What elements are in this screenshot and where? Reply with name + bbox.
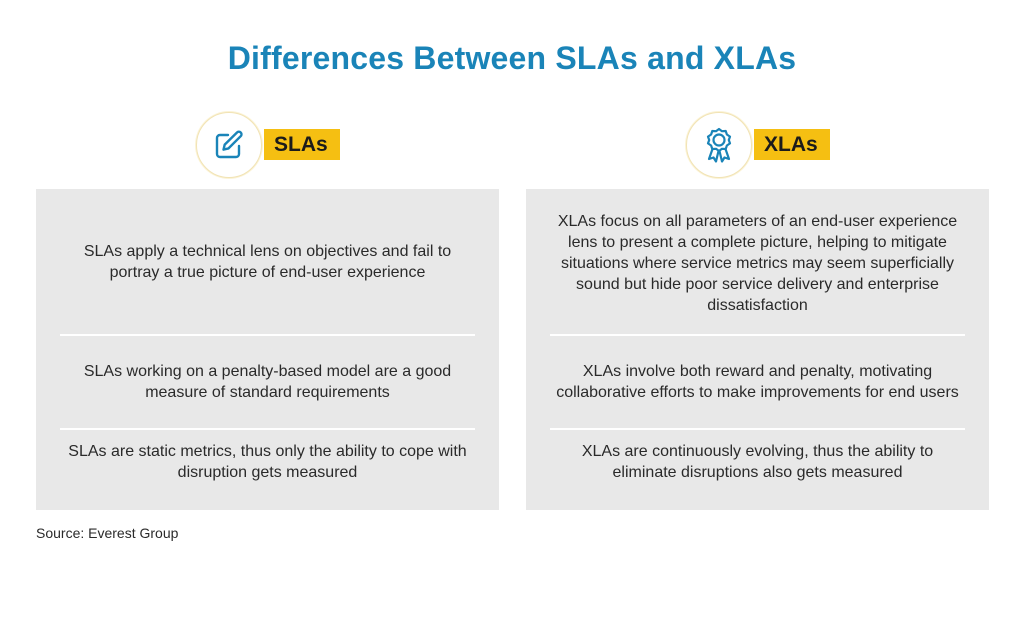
divider — [550, 428, 965, 430]
divider — [60, 334, 475, 336]
xlas-panel: XLAs focus on all parameters of an end-u… — [526, 189, 989, 510]
xlas-row-3: XLAs are continuously evolving, thus the… — [581, 443, 934, 481]
xlas-row-1: XLAs focus on all parameters of an end-u… — [557, 213, 958, 314]
slas-row-1: SLAs apply a technical lens on objective… — [83, 242, 452, 281]
divider — [550, 334, 965, 336]
slas-row-3: SLAs are static metrics, thus only the a… — [68, 443, 467, 481]
page-title: Differences Between SLAs and XLAs — [227, 40, 797, 76]
source-note: Source: Everest Group — [36, 525, 179, 541]
divider — [60, 428, 475, 430]
xlas-badge: XLAs — [754, 129, 830, 160]
slas-panel: SLAs apply a technical lens on objective… — [36, 189, 499, 510]
xlas-row-2: XLAs involve both reward and penalty, mo… — [556, 363, 959, 401]
slas-row-2: SLAs working on a penalty-based model ar… — [83, 363, 452, 401]
slas-badge: SLAs — [264, 129, 340, 160]
edit-pencil-icon — [196, 112, 262, 178]
award-ribbon-icon — [686, 112, 752, 178]
